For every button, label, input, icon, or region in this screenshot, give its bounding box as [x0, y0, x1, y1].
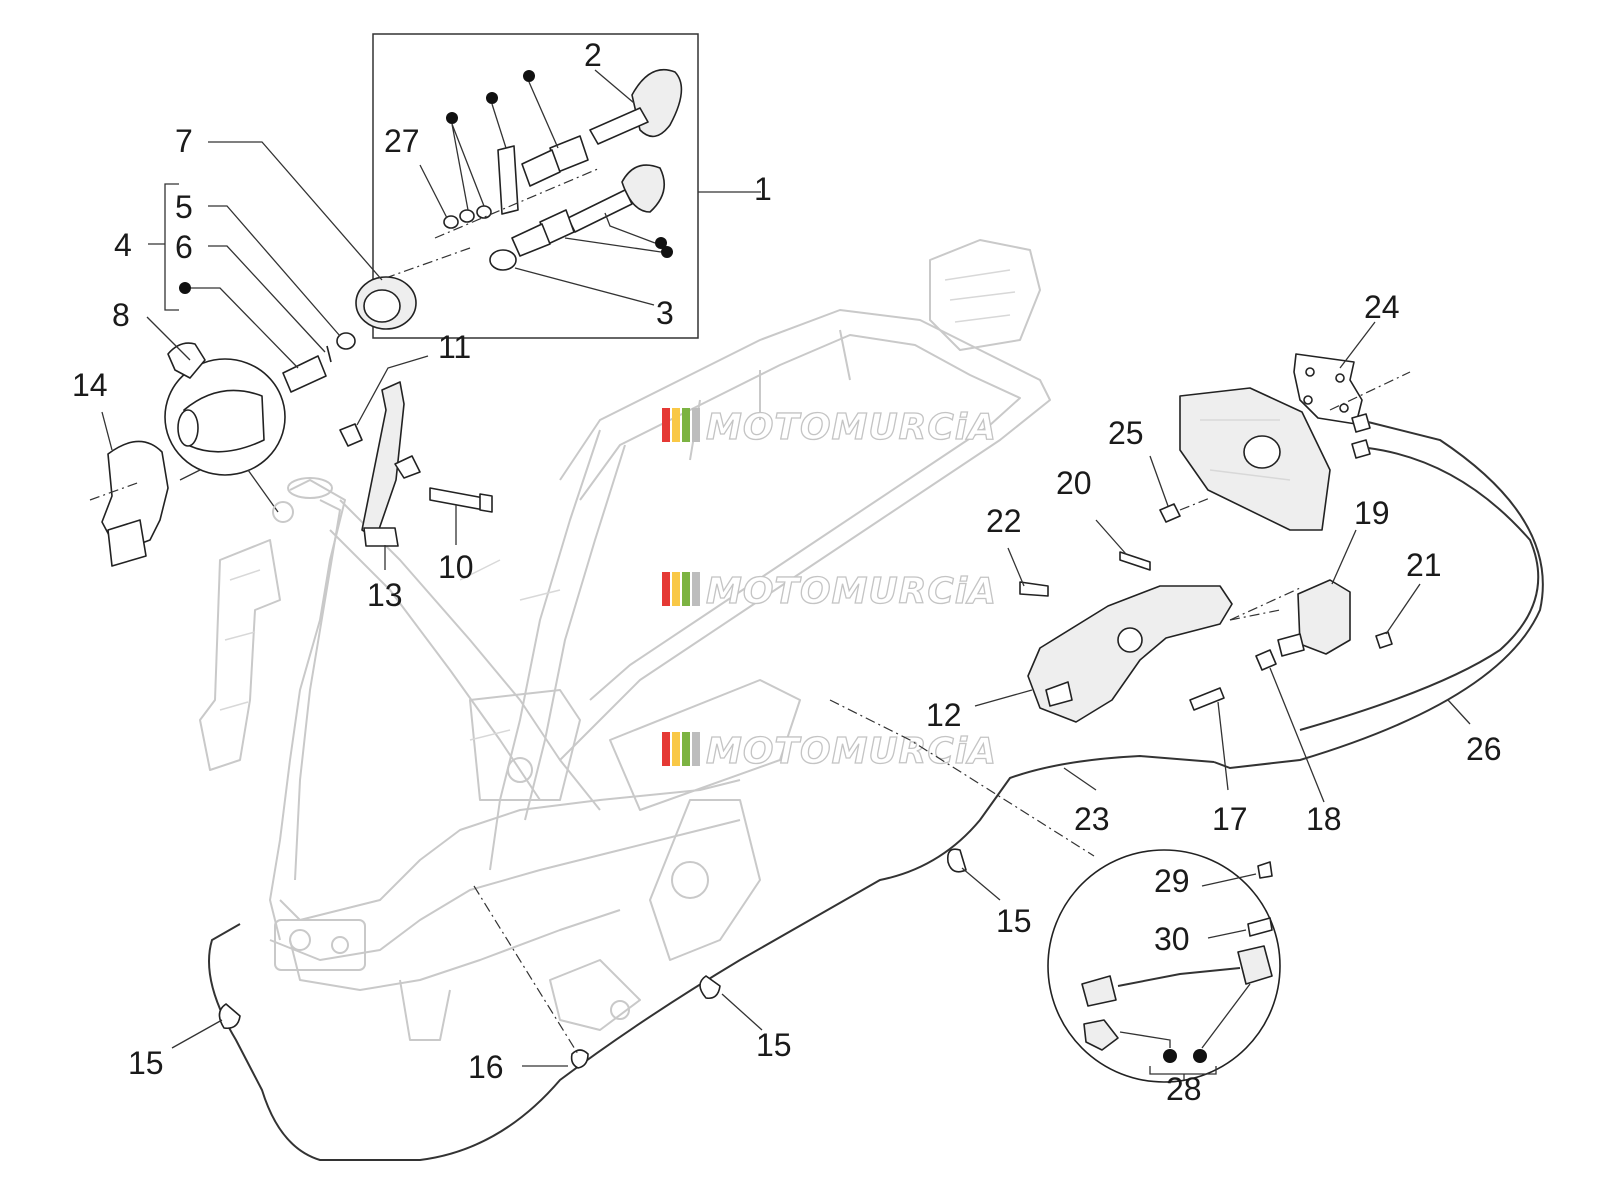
- center-stand-group: [339, 355, 493, 570]
- cables-group: [171, 421, 1544, 1161]
- label-part-19: 19: [1354, 495, 1390, 531]
- label-part-7: 7: [175, 123, 193, 159]
- cable-pin-17-icon: [1189, 687, 1225, 711]
- label-part-15-b: 15: [756, 1027, 792, 1063]
- label-part-3: 3: [656, 295, 674, 331]
- label-part-21: 21: [1406, 547, 1442, 583]
- relay-icon: [1237, 945, 1273, 985]
- remote-fob-icon: [1083, 1019, 1119, 1051]
- cable-clip-15a-icon: [946, 848, 967, 873]
- lock-plate: [497, 145, 519, 215]
- label-part-17: 17: [1212, 801, 1248, 837]
- seat-lock-mechanism-group: [974, 519, 1421, 803]
- label-part-14: 14: [72, 367, 108, 403]
- part-labels: 1 2 3 4 5 6 7 8 10 11 12 13 14 15 15 15 …: [72, 37, 1502, 1107]
- label-part-6: 6: [175, 229, 193, 265]
- label-part-16: 16: [468, 1049, 504, 1085]
- label-part-18: 18: [1306, 801, 1342, 837]
- watermark: MOTOMURCiA MOTOMURCiA MOTOMURCiA: [662, 406, 997, 773]
- lock-set-box: [372, 33, 699, 339]
- screw-22-icon: [1019, 581, 1049, 597]
- label-part-1: 1: [754, 171, 772, 207]
- watermark-2: MOTOMURCiA: [662, 570, 997, 613]
- screw-29-icon: [1257, 861, 1273, 879]
- nut-21-icon: [1375, 631, 1393, 649]
- lock-set-group: [372, 33, 761, 339]
- label-part-12: 12: [926, 697, 962, 733]
- seat-lock-latch-icon: [1027, 585, 1233, 723]
- bullet-dot: [655, 237, 667, 249]
- label-part-20: 20: [1056, 465, 1092, 501]
- clip-16-icon: [570, 1049, 589, 1069]
- label-part-4: 4: [114, 227, 132, 263]
- watermark-text-3: MOTOMURCiA: [706, 731, 997, 772]
- label-part-15-a: 15: [996, 903, 1032, 939]
- label-part-10: 10: [438, 549, 474, 585]
- seat-lock-actuator-icon: [1297, 579, 1351, 655]
- steering-lock-assembly: [89, 141, 417, 567]
- nut-icon: [339, 423, 363, 447]
- screw-20-icon: [1119, 551, 1151, 571]
- bullet-dot: [523, 70, 535, 82]
- cable-23: [208, 754, 1215, 1161]
- label-part-23: 23: [1074, 801, 1110, 837]
- label-part-24: 24: [1364, 289, 1400, 325]
- watermark-text-2: MOTOMURCiA: [706, 571, 997, 612]
- label-part-11: 11: [438, 329, 471, 365]
- screw-25-icon: [1159, 503, 1181, 523]
- bullet-dot: [179, 282, 191, 294]
- ring-5-icon: [336, 332, 356, 350]
- label-part-30: 30: [1154, 921, 1190, 957]
- label-part-13: 13: [367, 577, 403, 613]
- label-part-2: 2: [584, 37, 602, 73]
- label-part-8: 8: [112, 297, 130, 333]
- label-part-29: 29: [1154, 863, 1190, 899]
- watermark-3: MOTOMURCiA: [662, 730, 997, 773]
- bullet-dot: [1163, 1049, 1177, 1063]
- label-part-26: 26: [1466, 731, 1502, 767]
- label-part-27: 27: [384, 123, 420, 159]
- key-blade: [589, 107, 649, 145]
- cable-end-18-icon: [1255, 649, 1277, 671]
- bullet-dot: [1193, 1049, 1207, 1063]
- bullet-dot: [661, 246, 673, 258]
- cable-26: [1213, 421, 1544, 770]
- scooter-frame: [199, 239, 1051, 1041]
- bullet-dot: [486, 92, 498, 104]
- watermark-text-1: MOTOMURCiA: [706, 407, 997, 448]
- label-part-15-c: 15: [128, 1045, 164, 1081]
- lock-barrel-icon: [282, 355, 327, 393]
- key-blade-2: [567, 189, 633, 233]
- hinge-plate-icon: [1293, 353, 1363, 425]
- seat-hinge-group: [1149, 321, 1411, 531]
- cable-clip-15b-icon: [699, 975, 721, 1000]
- cable-clip-15c-icon: [218, 1003, 241, 1030]
- key-head-icon: [621, 164, 666, 213]
- label-part-25: 25: [1108, 415, 1144, 451]
- label-part-22: 22: [986, 503, 1022, 539]
- label-part-5: 5: [175, 189, 193, 225]
- clip-30-icon: [1247, 917, 1273, 937]
- spring-clip-icon: [167, 342, 206, 379]
- bullet-dot: [446, 112, 458, 124]
- alarm-detail-group: [1047, 849, 1281, 1083]
- washer-icon: [443, 215, 459, 229]
- bolt-icon: [429, 487, 485, 511]
- ring-icon: [489, 249, 517, 271]
- watermark-1: MOTOMURCiA: [662, 406, 997, 449]
- label-part-28: 28: [1166, 1071, 1202, 1107]
- connector-icon: [1081, 975, 1117, 1007]
